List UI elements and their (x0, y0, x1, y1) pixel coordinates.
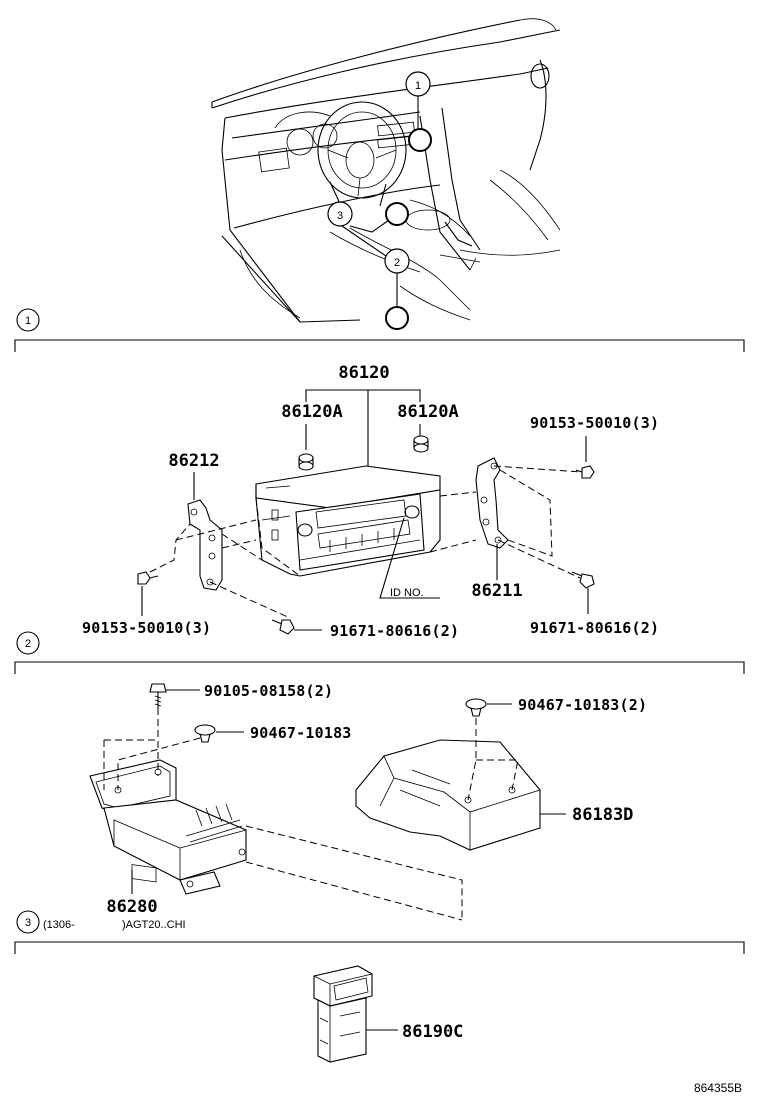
section-2-number: 2 (25, 638, 31, 650)
section-3-header: 3 (1306- )AGT20..CHI (14, 910, 745, 954)
dashboard-overview-illustration (211, 18, 561, 323)
part-90467-a-label: 90467-10183 (250, 724, 352, 742)
callout-1-label: 1 (415, 80, 421, 92)
section-1-header: 1 (14, 308, 745, 352)
section-1-assembly-lines (149, 465, 583, 619)
section-3-number: 3 (25, 917, 31, 929)
diagram-code: 864355B (694, 1081, 742, 1095)
bracket-86211-right (475, 457, 509, 549)
part-90153-left-label: 90153-50010(3) (82, 619, 211, 637)
bracket-86212-left (187, 499, 223, 591)
part-86120A-right-label: 86120A (397, 402, 458, 422)
part-86120-bracket (305, 389, 421, 402)
part-90467-b-label: 90467-10183(2) (518, 696, 647, 714)
screw-91671-right (571, 571, 595, 589)
part-86120-label: 86120 (338, 363, 389, 383)
radio-head-unit-86120 (255, 465, 441, 577)
section-3-note-close: )AGT20..CHI (122, 919, 186, 931)
id-no-label: ID NO. (390, 587, 424, 599)
knob-86120A-left (298, 453, 314, 471)
screw-90153-right (575, 465, 595, 479)
part-86280-label: 86280 (106, 897, 157, 917)
part-86212-label: 86212 (168, 451, 219, 471)
part-91671-mid-label: 91671-80616(2) (330, 622, 459, 640)
id-no-leader (379, 517, 440, 599)
part-90153-right-label: 90153-50010(3) (530, 414, 659, 432)
callout-1: 1 (405, 71, 431, 97)
part-86211-label: 86211 (471, 581, 522, 601)
part-86190C-label: 86190C (402, 1022, 463, 1042)
switch-86190C (313, 965, 373, 1063)
cover-86183D (355, 739, 541, 851)
part-91671-right-label: 91671-80616(2) (530, 619, 659, 637)
section-2-header: 2 (14, 631, 745, 674)
screw-90153-left (137, 571, 159, 585)
callout-2-label: 2 (394, 257, 400, 269)
location-marker-3 (385, 202, 409, 226)
knob-86120A-right (413, 435, 429, 453)
screw-91671-mid (271, 619, 295, 635)
bolt-90105 (149, 683, 167, 708)
callout-3-label: 3 (337, 210, 343, 222)
clip-90467-b (465, 698, 487, 717)
section-2-assembly-lines (103, 708, 519, 921)
part-90105-label: 90105-08158(2) (204, 682, 333, 700)
callout-3: 3 (327, 201, 353, 227)
callout-2: 2 (384, 248, 410, 274)
amplifier-86280 (89, 759, 247, 895)
section-3-note-open: (1306- (43, 919, 75, 931)
clip-90467-a (194, 724, 216, 743)
part-86183D-label: 86183D (572, 805, 633, 825)
part-86120A-left-label: 86120A (281, 402, 342, 422)
section-1-number: 1 (25, 315, 31, 327)
location-marker-2 (385, 306, 409, 330)
location-marker-1 (408, 128, 432, 152)
